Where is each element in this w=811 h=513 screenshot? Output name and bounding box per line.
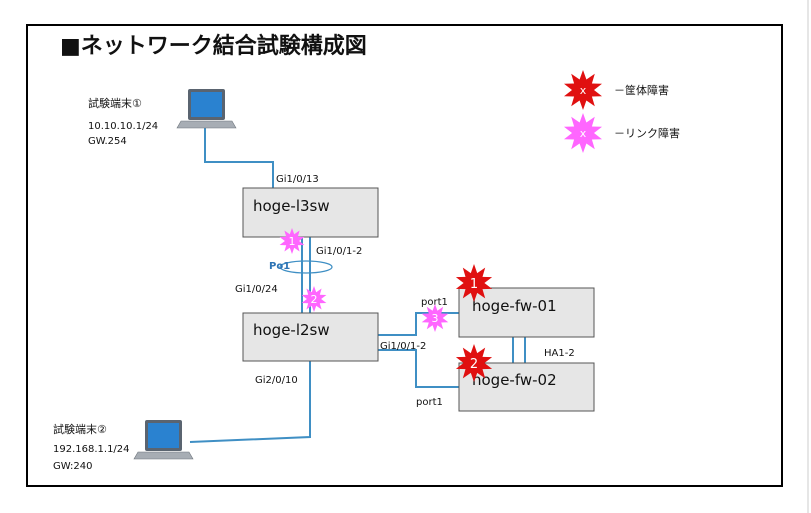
svg-text:3: 3 xyxy=(432,312,439,325)
legend-link-fault-label: －リンク障害 xyxy=(614,126,680,140)
port-gi1-0-13: Gi1/0/13 xyxy=(276,174,319,185)
port-ha1-2: HA1-2 xyxy=(544,348,575,359)
legend-link-fault-icon: x xyxy=(564,113,602,153)
terminal2-name: 試験端末② xyxy=(53,422,107,436)
terminal2-ip: 192.168.1.1/24 xyxy=(53,444,130,455)
laptop-icon-t1 xyxy=(176,89,237,129)
port-gi2-0-10: Gi2/0/10 xyxy=(255,375,298,386)
link-fault-marker-1: 1 xyxy=(279,228,305,254)
svg-text:x: x xyxy=(580,127,587,140)
device-fw01-label: hoge-fw-01 xyxy=(472,297,557,315)
svg-text:1: 1 xyxy=(470,277,478,292)
svg-text:2: 2 xyxy=(470,357,478,372)
burst-shape xyxy=(421,304,449,332)
device-fw01: hoge-fw-01 xyxy=(458,287,595,338)
device-l3sw: hoge-l3sw xyxy=(242,187,379,238)
svg-text:x: x xyxy=(580,84,587,97)
burst-shape xyxy=(564,113,602,153)
terminal1-name: 試験端末① xyxy=(88,96,142,110)
port-gi1-0-1-2-right: Gi1/0/1-2 xyxy=(380,341,426,352)
terminal1-ip: 10.10.10.1/24 xyxy=(88,121,158,132)
laptop-icon-t2 xyxy=(133,420,194,460)
burst-shape xyxy=(301,286,327,312)
port-gi1-0-1-2-top: Gi1/0/1-2 xyxy=(316,246,362,257)
port-port1-bottom: port1 xyxy=(416,397,443,408)
burst-shape xyxy=(564,70,602,110)
diagram-title: ■ネットワーク結合試験構成図 xyxy=(60,33,367,59)
terminal2-gw: GW:240 xyxy=(53,461,93,472)
svg-text:1: 1 xyxy=(289,235,296,248)
device-fw02-label: hoge-fw-02 xyxy=(472,371,557,389)
device-l2sw-box xyxy=(242,312,379,362)
diagram-frame xyxy=(26,24,783,487)
port-gi1-0-24: Gi1/0/24 xyxy=(235,284,278,295)
link-fault-marker-2: 2 xyxy=(301,286,327,312)
chassis-fault-marker-1: 1 xyxy=(455,264,493,302)
device-l3sw-label: hoge-l3sw xyxy=(253,197,330,215)
cable-t1-l3sw xyxy=(204,128,274,188)
chassis-fault-marker-2: 2 xyxy=(455,344,493,382)
cable-l2sw-fw02 xyxy=(378,349,459,388)
port-po1: Po1 xyxy=(269,261,290,272)
device-l3sw-box xyxy=(242,187,379,238)
device-fw02: hoge-fw-02 xyxy=(458,362,595,412)
cable-l2sw-t2 xyxy=(189,361,311,443)
burst-shape xyxy=(455,264,493,302)
burst-shape xyxy=(455,344,493,382)
legend-chassis-fault-label: －筐体障害 xyxy=(614,83,669,97)
fault-markers: 1 2 3 1 2 x x xyxy=(279,70,602,382)
device-fw01-box xyxy=(458,287,595,338)
po1-ellipse xyxy=(279,260,333,274)
terminal1-gw: GW.254 xyxy=(88,136,127,147)
device-l2sw: hoge-l2sw xyxy=(242,312,379,362)
device-l2sw-label: hoge-l2sw xyxy=(253,321,330,339)
svg-text:2: 2 xyxy=(311,293,318,306)
port-port1-top: port1 xyxy=(421,297,448,308)
cables xyxy=(189,128,526,443)
link-fault-marker-3: 3 xyxy=(421,304,449,332)
burst-shape xyxy=(279,228,305,254)
legend-chassis-fault-icon: x xyxy=(564,70,602,110)
